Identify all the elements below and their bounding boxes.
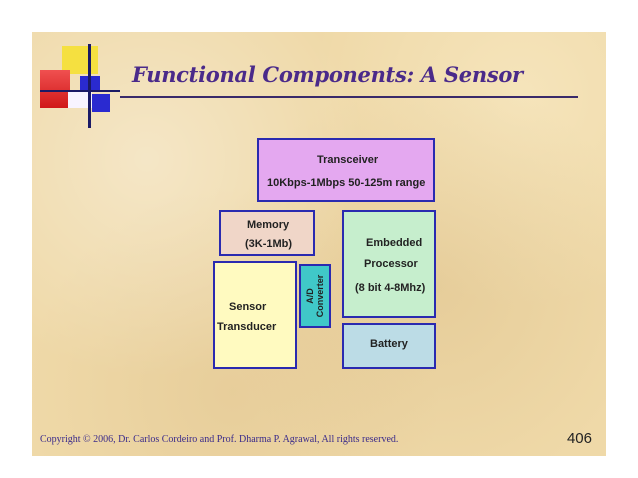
slide: Functional Components: A Sensor Transcei…	[32, 32, 606, 456]
sensor-label-line2: Transducer	[217, 321, 277, 333]
ad-converter-label: A/D Converter	[305, 275, 325, 318]
vertical-line	[88, 44, 91, 128]
yellow-square	[62, 46, 98, 74]
memory-block: Memory (3K-1Mb)	[219, 210, 315, 256]
battery-block: Battery	[342, 323, 436, 369]
embedded-processor-block: Embedded Processor (8 bit 4-8Mhz)	[342, 210, 436, 318]
memory-label: Memory	[247, 219, 290, 231]
memory-spec: (3K-1Mb)	[245, 238, 293, 250]
processor-spec: (8 bit 4-8Mhz)	[355, 282, 426, 294]
ad-converter-label-line1: A/D	[305, 288, 315, 304]
transceiver-block: Transceiver 10Kbps-1Mbps 50-125m range	[257, 138, 435, 202]
blue-square	[92, 94, 110, 112]
ad-converter-block: A/D Converter	[299, 264, 331, 328]
decorative-squares-logo	[40, 44, 120, 128]
sensor-label-line1: Sensor	[229, 301, 267, 313]
horizontal-line	[40, 90, 120, 92]
processor-label-line2: Processor	[364, 258, 418, 270]
slide-title: Functional Components: A Sensor	[132, 62, 523, 87]
battery-label: Battery	[370, 338, 408, 350]
sensor-transducer-block: Sensor Transducer	[213, 261, 297, 369]
title-underline	[120, 96, 578, 98]
transceiver-label: Transceiver	[317, 154, 379, 166]
red-square	[40, 70, 70, 108]
copyright-footer: Copyright © 2006, Dr. Carlos Cordeiro an…	[40, 434, 399, 445]
transceiver-spec: 10Kbps-1Mbps 50-125m range	[267, 177, 426, 189]
page-number: 406	[566, 430, 592, 447]
ad-converter-label-line2: Converter	[315, 274, 325, 318]
processor-label-line1: Embedded	[366, 237, 423, 249]
white-square	[68, 90, 92, 108]
